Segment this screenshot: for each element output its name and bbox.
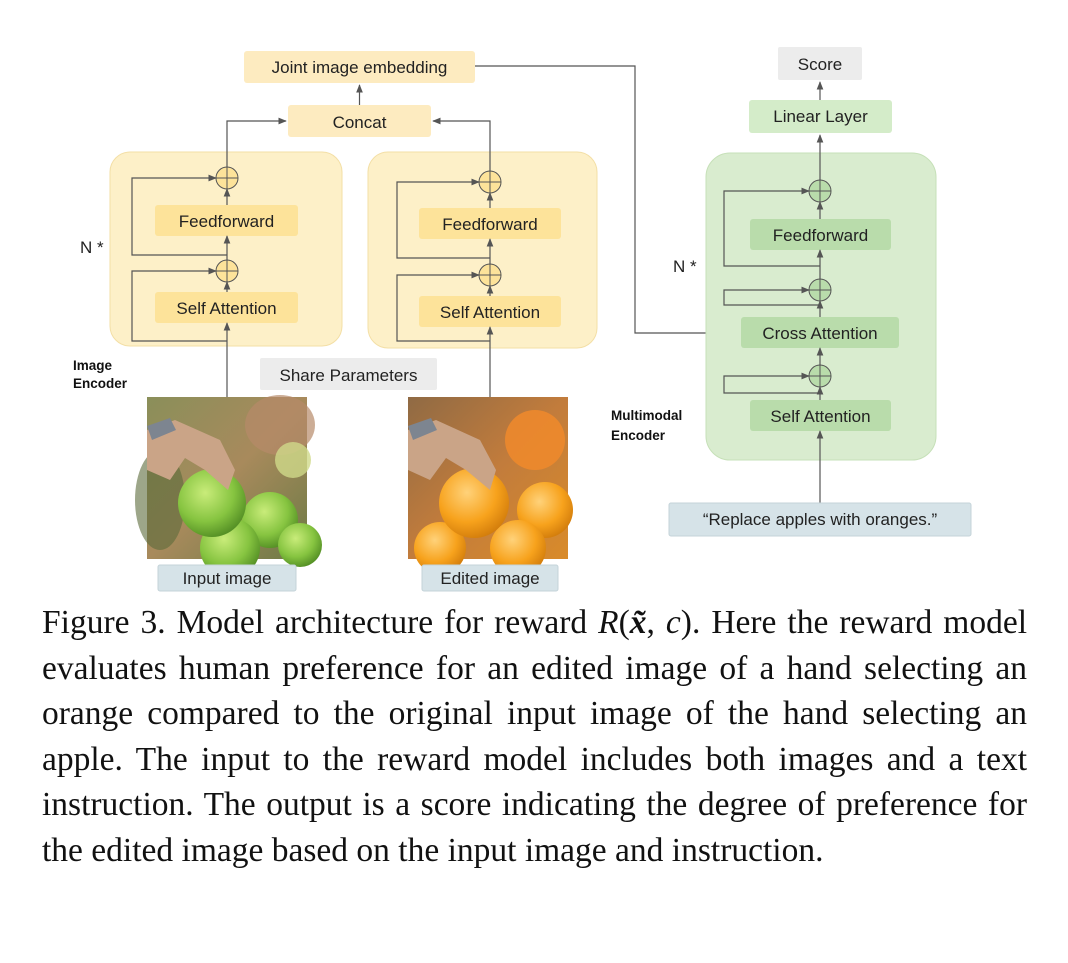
circled-plus-icon: [215, 259, 239, 283]
repeat-label-right: N *: [673, 257, 697, 276]
cross-attention-label: Cross Attention: [762, 324, 877, 343]
math-open: (: [618, 604, 630, 641]
joint-embedding-label: Joint image embedding: [272, 58, 448, 77]
architecture-diagram: Joint image embedding Concat Feedforward…: [73, 47, 972, 592]
image-encoder-left: Feedforward Self Attention: [109, 117, 343, 397]
caption-text-after-math: . Here the reward model evaluates human …: [42, 604, 1028, 869]
circled-plus-icon: [808, 364, 832, 388]
input-image-photo: [135, 395, 322, 578]
math-close: ): [680, 604, 692, 641]
multimodal-encoder-label-line1: Multimodal: [611, 408, 682, 423]
math-c: c: [665, 604, 681, 641]
circled-plus-icon: [808, 179, 832, 203]
image-encoder-label-line2: Encoder: [73, 376, 128, 391]
circled-plus-icon: [808, 278, 832, 302]
feedforward-right-label: Feedforward: [773, 226, 868, 245]
embedding-to-cross-attention-arrow: [475, 65, 740, 337]
linear-layer-node: Linear Layer: [749, 100, 892, 133]
feedforward-mid-label: Feedforward: [442, 215, 537, 234]
math-x-tilde: x̃: [629, 604, 647, 641]
math-sep: ,: [646, 604, 666, 641]
edited-image-label: Edited image: [440, 569, 539, 588]
edited-image-label-box: Edited image: [421, 564, 559, 592]
self-attention-right-label: Self Attention: [770, 407, 870, 426]
joint-embedding-node: Joint image embedding: [244, 51, 475, 83]
text-instruction-node: “Replace apples with oranges.”: [668, 502, 972, 537]
figure-label: Figure 3.: [42, 604, 166, 641]
math-r: R: [598, 604, 619, 641]
self-attention-left-label: Self Attention: [176, 299, 276, 318]
reward-math: R(x̃, c): [598, 604, 692, 641]
linear-layer-label: Linear Layer: [773, 107, 868, 126]
edited-image-photo: [408, 397, 573, 576]
circled-plus-icon: [478, 263, 502, 287]
concat-node: Concat: [288, 105, 431, 137]
image-encoder-right: Feedforward Self Attention: [367, 117, 598, 397]
feedforward-left-label: Feedforward: [179, 212, 274, 231]
concat-label: Concat: [333, 113, 387, 132]
circled-plus-icon: [215, 166, 239, 190]
self-attention-mid-label: Self Attention: [440, 303, 540, 322]
score-node: Score: [778, 47, 862, 80]
input-image-label-box: Input image: [157, 564, 297, 592]
figure-caption: Figure 3. Model architecture for reward …: [42, 600, 1027, 873]
image-encoder-label-line1: Image: [73, 358, 113, 373]
multimodal-encoder-label-line2: Encoder: [611, 428, 666, 443]
score-label: Score: [798, 55, 842, 74]
input-image-label: Input image: [183, 569, 272, 588]
multimodal-encoder: Feedforward Cross Attention Self Attenti…: [705, 134, 937, 503]
text-instruction-label: “Replace apples with oranges.”: [703, 510, 938, 529]
share-parameters-label: Share Parameters: [280, 366, 418, 385]
share-parameters-node: Share Parameters: [260, 358, 437, 390]
repeat-label-left: N *: [80, 238, 104, 257]
caption-text-before-math: Model architecture for reward: [176, 604, 588, 641]
circled-plus-icon: [478, 170, 502, 194]
